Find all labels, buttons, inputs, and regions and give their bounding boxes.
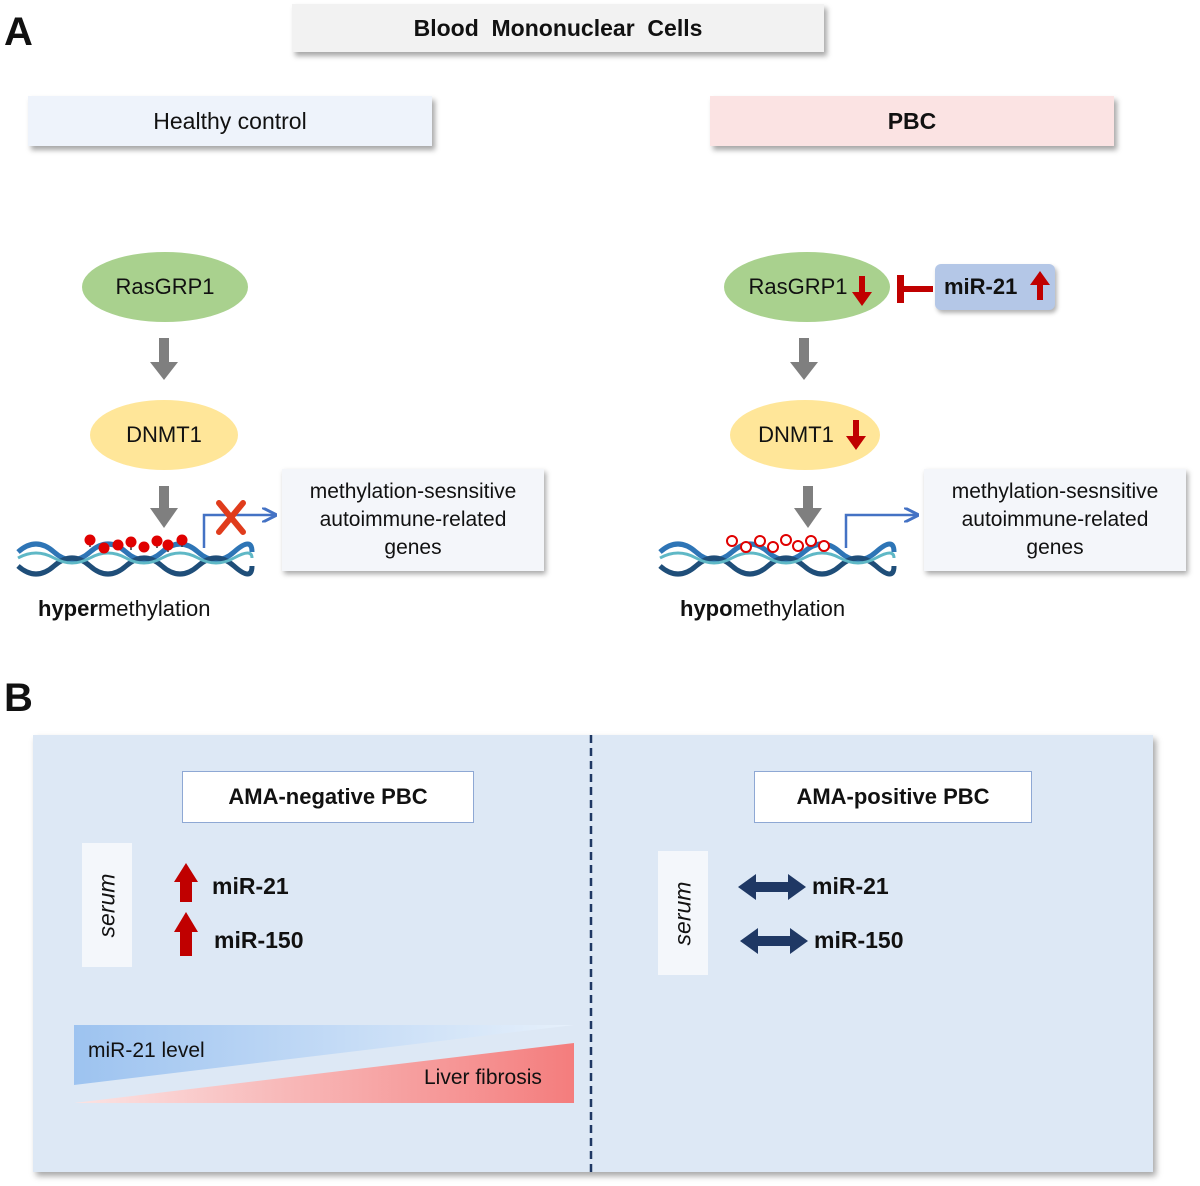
pbc-dnmt1-node: DNMT1 (730, 400, 880, 470)
pbc-methylation-bold: hypo (680, 596, 733, 621)
healthy-genes-line3: genes (384, 536, 442, 559)
healthy-dnmt1-node: DNMT1 (90, 400, 238, 470)
ama-positive-header-text: AMA-positive PBC (796, 784, 990, 809)
healthy-rasgrp1-node: RasGRP1 (82, 252, 248, 322)
pbc-genes-line3: genes (1026, 536, 1084, 559)
healthy-arrow-dnmt-to-dna (150, 486, 178, 528)
pbc-genes-box: methylation-sesnsitive autoimmune-relate… (924, 469, 1186, 571)
pbc-mir21-label: miR-21 (944, 274, 1018, 299)
pbc-methyl-groups (726, 534, 830, 553)
negative-mir21-label: miR-21 (212, 873, 289, 899)
pbc-dnmt1-down-arrow-icon (846, 420, 866, 450)
pbc-methylation-label: hypomethylation (680, 596, 845, 622)
healthy-genes-line2: autoimmune-related (319, 508, 507, 531)
healthy-methylation-bold: hyper (38, 596, 98, 621)
pbc-genes-line2: autoimmune-related (961, 508, 1149, 531)
pbc-arrow-ras-to-dnmt (790, 338, 818, 380)
pbc-dna-helix-icon (658, 541, 897, 577)
pbc-genes-line1: methylation-sesnsitive (951, 480, 1159, 503)
positive-mir21-label: miR-21 (812, 873, 889, 899)
liver-fibrosis-label: Liver fibrosis (424, 1066, 542, 1089)
positive-mir21-unchanged-arrow-icon (738, 874, 806, 900)
ama-negative-header-text: AMA-negative PBC (228, 784, 428, 809)
pbc-transcription-arrow (844, 515, 916, 548)
positive-serum-box: serum (658, 851, 708, 975)
healthy-methylation-rest: methylation (97, 596, 211, 621)
liver-fibrosis-gradient (74, 1043, 574, 1103)
panel-a-title: Blood Mononuclear Cells (292, 4, 824, 52)
positive-mir150-unchanged-arrow-icon (740, 928, 808, 954)
pbc-mir21-up-arrow-icon (1030, 271, 1050, 300)
healthy-methyl-groups (84, 534, 188, 554)
healthy-dnmt1-label: DNMT1 (126, 422, 202, 447)
pbc-arrow-dnmt-to-dna (794, 486, 822, 528)
ama-negative-header: AMA-negative PBC (182, 771, 474, 823)
mir21-level-label: miR-21 level (88, 1039, 205, 1062)
healthy-rasgrp1-label: RasGRP1 (115, 274, 215, 299)
pbc-inhibition-icon (897, 275, 933, 303)
healthy-header-text: Healthy control (153, 107, 307, 134)
healthy-dna-helix-icon (16, 541, 255, 577)
healthy-arrow-ras-to-dnmt (150, 338, 178, 380)
negative-serum-box: serum (82, 843, 132, 967)
pbc-rasgrp1-label: RasGRP1 (748, 274, 848, 299)
healthy-genes-line1: methylation-sesnsitive (309, 480, 517, 503)
negative-mir21-up-arrow-icon (174, 863, 198, 902)
pbc-mir21-box: miR-21 (935, 264, 1055, 310)
pbc-rasgrp1-down-arrow-icon (852, 276, 872, 306)
pbc-header: PBC (710, 96, 1114, 146)
healthy-header: Healthy control (28, 96, 432, 146)
panel-b-letter: B (4, 676, 33, 720)
pbc-header-text: PBC (887, 107, 937, 134)
mir21-level-gradient (74, 1025, 574, 1085)
negative-mir150-label: miR-150 (214, 927, 304, 953)
panel-a-letter: A (4, 10, 33, 54)
healthy-block-x-icon (216, 500, 246, 535)
pbc-dnmt1-label: DNMT1 (758, 422, 834, 447)
pbc-methylation-rest: methylation (732, 596, 846, 621)
panel-a-title-text: Blood Mononuclear Cells (413, 14, 703, 41)
healthy-methylation-label: hypermethylation (38, 596, 210, 622)
ama-positive-header: AMA-positive PBC (754, 771, 1032, 823)
healthy-transcription-arrow (202, 515, 274, 548)
panel-a-graphics (16, 271, 1050, 577)
negative-mir150-up-arrow-icon (174, 912, 198, 956)
positive-mir150-label: miR-150 (814, 927, 904, 953)
healthy-genes-box: methylation-sesnsitive autoimmune-relate… (282, 469, 544, 571)
